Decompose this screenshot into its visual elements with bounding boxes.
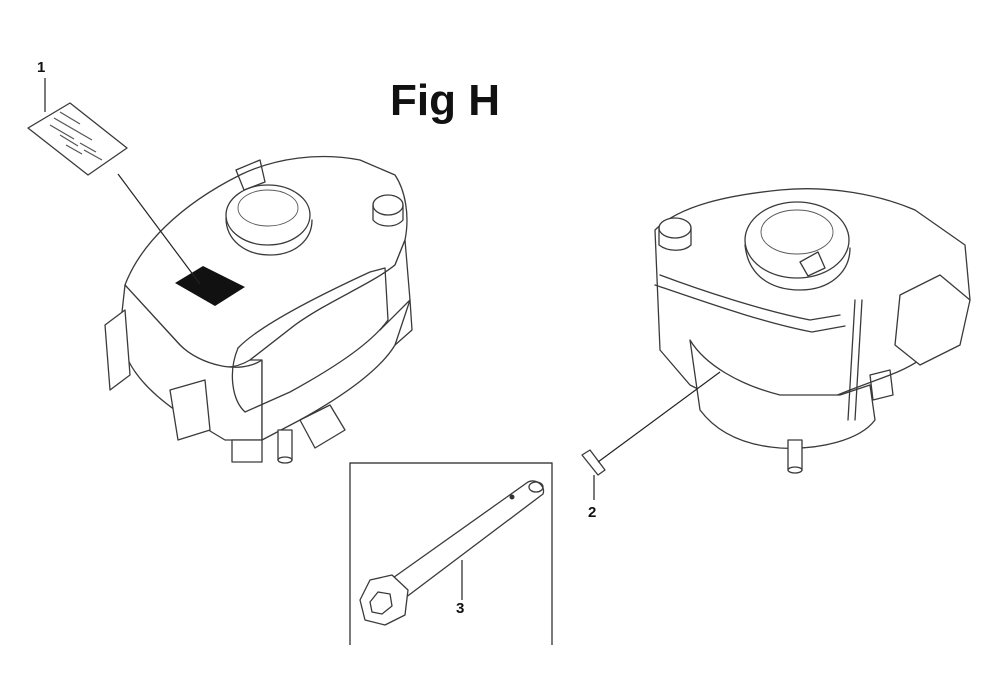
callout-number-1: 1	[37, 59, 46, 76]
small-label-icon	[581, 449, 606, 476]
callout-number-2: 2	[588, 504, 597, 521]
wrench-bracket	[349, 462, 553, 645]
leader-line-2-top	[597, 371, 721, 463]
leader-line-decal	[117, 173, 201, 285]
engine-right-view-icon	[654, 188, 971, 474]
decal-patch	[175, 266, 245, 306]
spark-plug-wrench-icon	[359, 480, 545, 626]
figure-title: Fig H	[390, 76, 500, 125]
engine-left-view-icon	[104, 155, 413, 464]
callout-number-3: 3	[456, 600, 465, 617]
decal-icon	[27, 102, 128, 176]
